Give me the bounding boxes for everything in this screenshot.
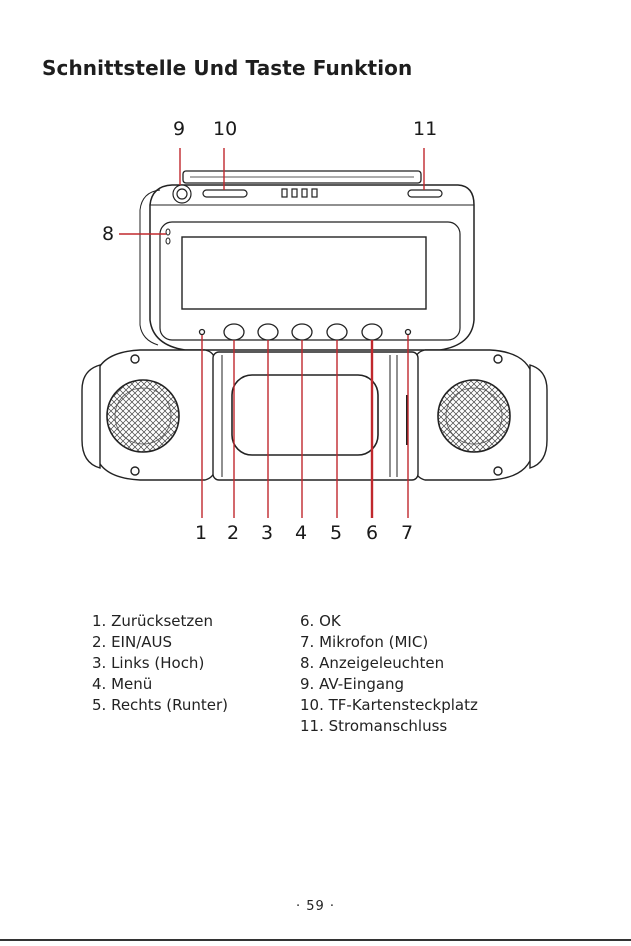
legend-item: 10. TF-Kartensteckplatz (300, 695, 478, 716)
callout-1: 1 (195, 524, 207, 543)
front-buttons (200, 324, 411, 340)
callout-5: 5 (330, 524, 342, 543)
legend-item: 6. OK (300, 611, 478, 632)
legend-item: 5. Rechts (Runter) (92, 695, 228, 716)
legend-left: 1. Zurücksetzen 2. EIN/AUS 3. Links (Hoc… (92, 611, 228, 716)
legend-item: 8. Anzeigeleuchten (300, 653, 478, 674)
ok-button (362, 324, 382, 340)
legend-item: 4. Menü (92, 674, 228, 695)
page-number: · 59 · (0, 899, 631, 914)
legend-item: 11. Stromanschluss (300, 716, 478, 737)
right-down-button (327, 324, 347, 340)
legend-item: 3. Links (Hoch) (92, 653, 228, 674)
device-top-edge (183, 171, 421, 183)
left-up-button (258, 324, 278, 340)
bottom-rule (0, 939, 631, 941)
callout-7: 7 (401, 524, 413, 543)
legend-right: 6. OK 7. Mikrofon (MIC) 8. Anzeigeleucht… (300, 611, 478, 737)
callout-2: 2 (227, 524, 239, 543)
callout-4: 4 (295, 524, 307, 543)
callout-11: 11 (413, 120, 437, 139)
legend-item: 9. AV-Eingang (300, 674, 478, 695)
legend-item: 2. EIN/AUS (92, 632, 228, 653)
mic-hole (406, 330, 411, 335)
legend-item: 7. Mikrofon (MIC) (300, 632, 478, 653)
callout-9: 9 (173, 120, 185, 139)
callout-3: 3 (261, 524, 273, 543)
callout-10: 10 (213, 120, 237, 139)
power-button (224, 324, 244, 340)
reset-hole (200, 330, 205, 335)
menu-button (292, 324, 312, 340)
callout-8: 8 (102, 225, 114, 244)
device-diagram (0, 0, 631, 560)
legend-item: 1. Zurücksetzen (92, 611, 228, 632)
callout-6: 6 (366, 524, 378, 543)
av-input-port (173, 185, 191, 203)
